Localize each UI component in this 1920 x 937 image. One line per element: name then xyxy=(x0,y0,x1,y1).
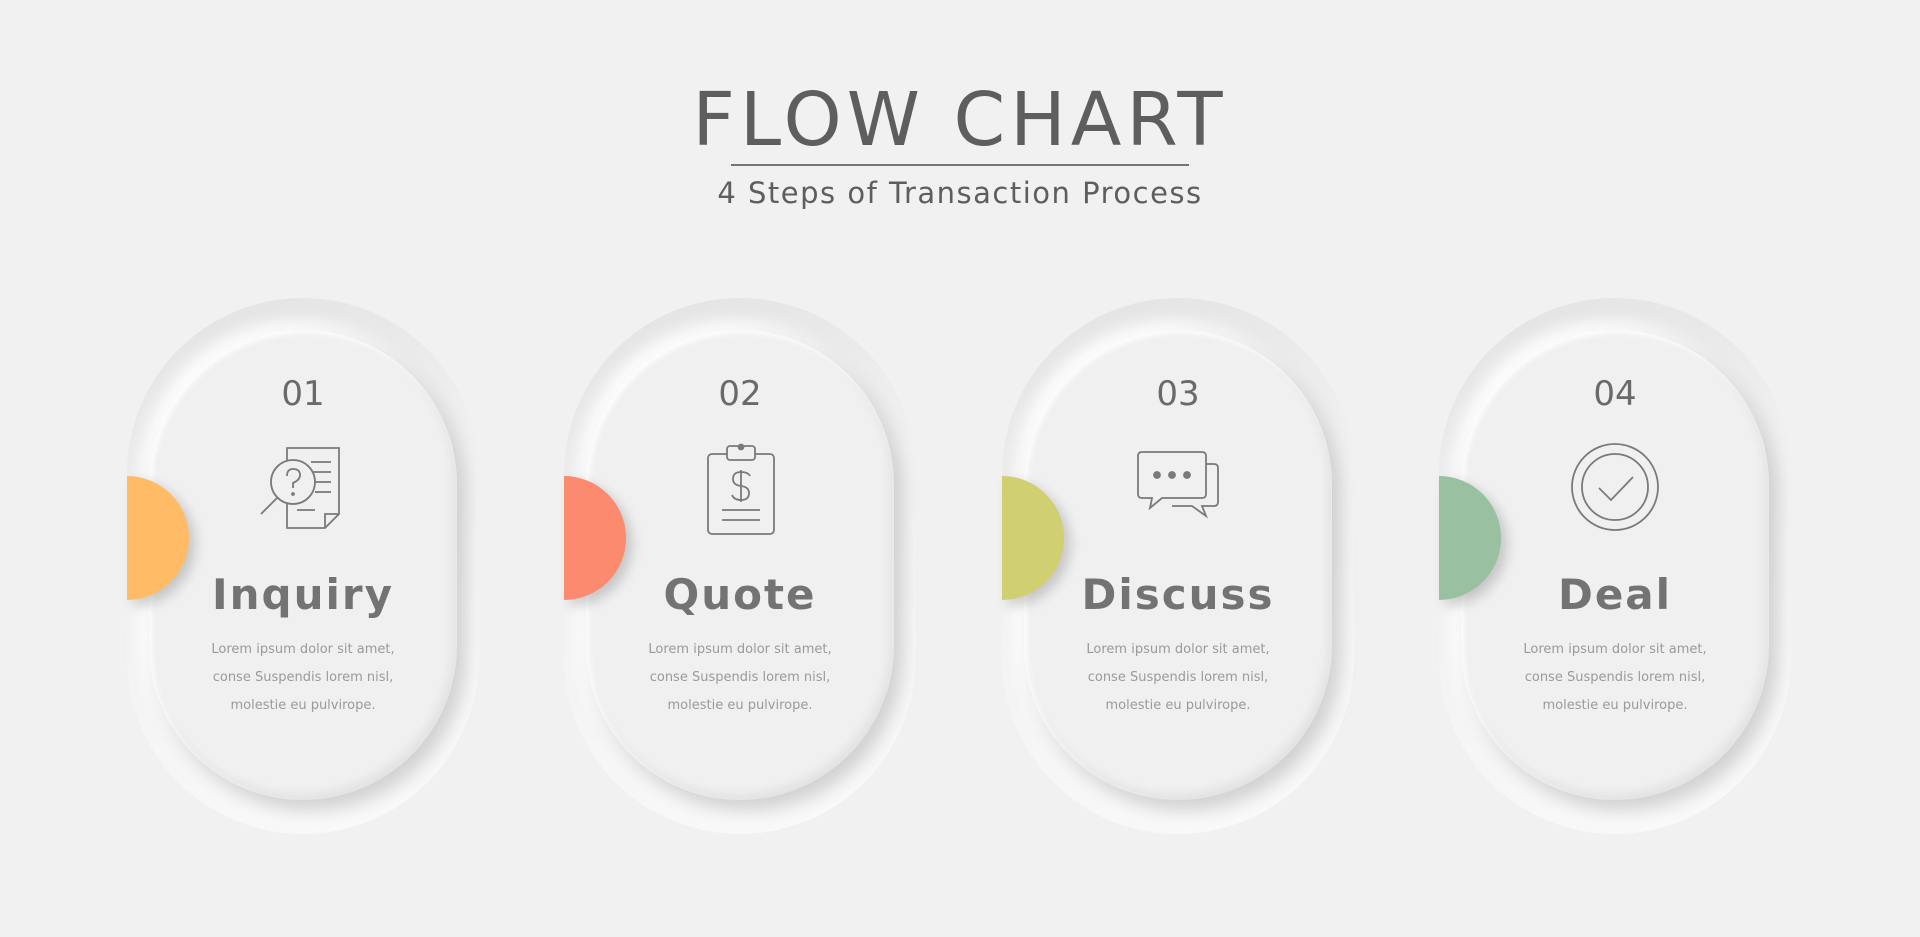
page-subtitle: 4 Steps of Transaction Process xyxy=(717,176,1203,210)
inquiry-document-icon xyxy=(253,438,353,538)
step-inner-pill xyxy=(1024,330,1332,800)
step-label: Discuss xyxy=(1081,570,1275,619)
step-number: 01 xyxy=(281,374,325,414)
check-circle-icon xyxy=(1565,438,1665,538)
clipboard-dollar-icon xyxy=(690,438,790,538)
step-number: 02 xyxy=(718,374,762,414)
step-description: Lorem ipsum dolor sit amet, conse Suspen… xyxy=(1523,642,1707,713)
step-card-deal: 04 Deal Lorem ipsum dolor sit amet, cons… xyxy=(1439,298,1791,834)
page-title: FLOW CHART xyxy=(692,77,1228,163)
step-description: Lorem ipsum dolor sit amet, conse Suspen… xyxy=(211,642,395,713)
step-label: Quote xyxy=(663,570,817,619)
step-description: Lorem ipsum dolor sit amet, conse Suspen… xyxy=(648,642,832,713)
step-number: 04 xyxy=(1593,374,1637,414)
step-inner-pill xyxy=(149,330,457,800)
title-divider xyxy=(731,164,1189,166)
step-inner-pill xyxy=(1461,330,1769,800)
step-card-discuss: 03 Discuss Lorem ipsum dolor sit amet, c… xyxy=(1002,298,1354,834)
step-label: Inquiry xyxy=(212,570,394,619)
step-card-quote: 02 Quote Lorem ipsum dolor sit amet, con… xyxy=(564,298,916,834)
step-description: Lorem ipsum dolor sit amet, conse Suspen… xyxy=(1086,642,1270,713)
step-card-inquiry: 01 Inquiry Lorem ipsum dolor sit am xyxy=(127,298,479,834)
step-number: 03 xyxy=(1156,374,1200,414)
step-label: Deal xyxy=(1557,570,1673,619)
chat-bubbles-icon xyxy=(1128,438,1228,538)
header: FLOW CHART 4 Steps of Transaction Proces… xyxy=(0,78,1920,210)
step-inner-pill xyxy=(586,330,894,800)
